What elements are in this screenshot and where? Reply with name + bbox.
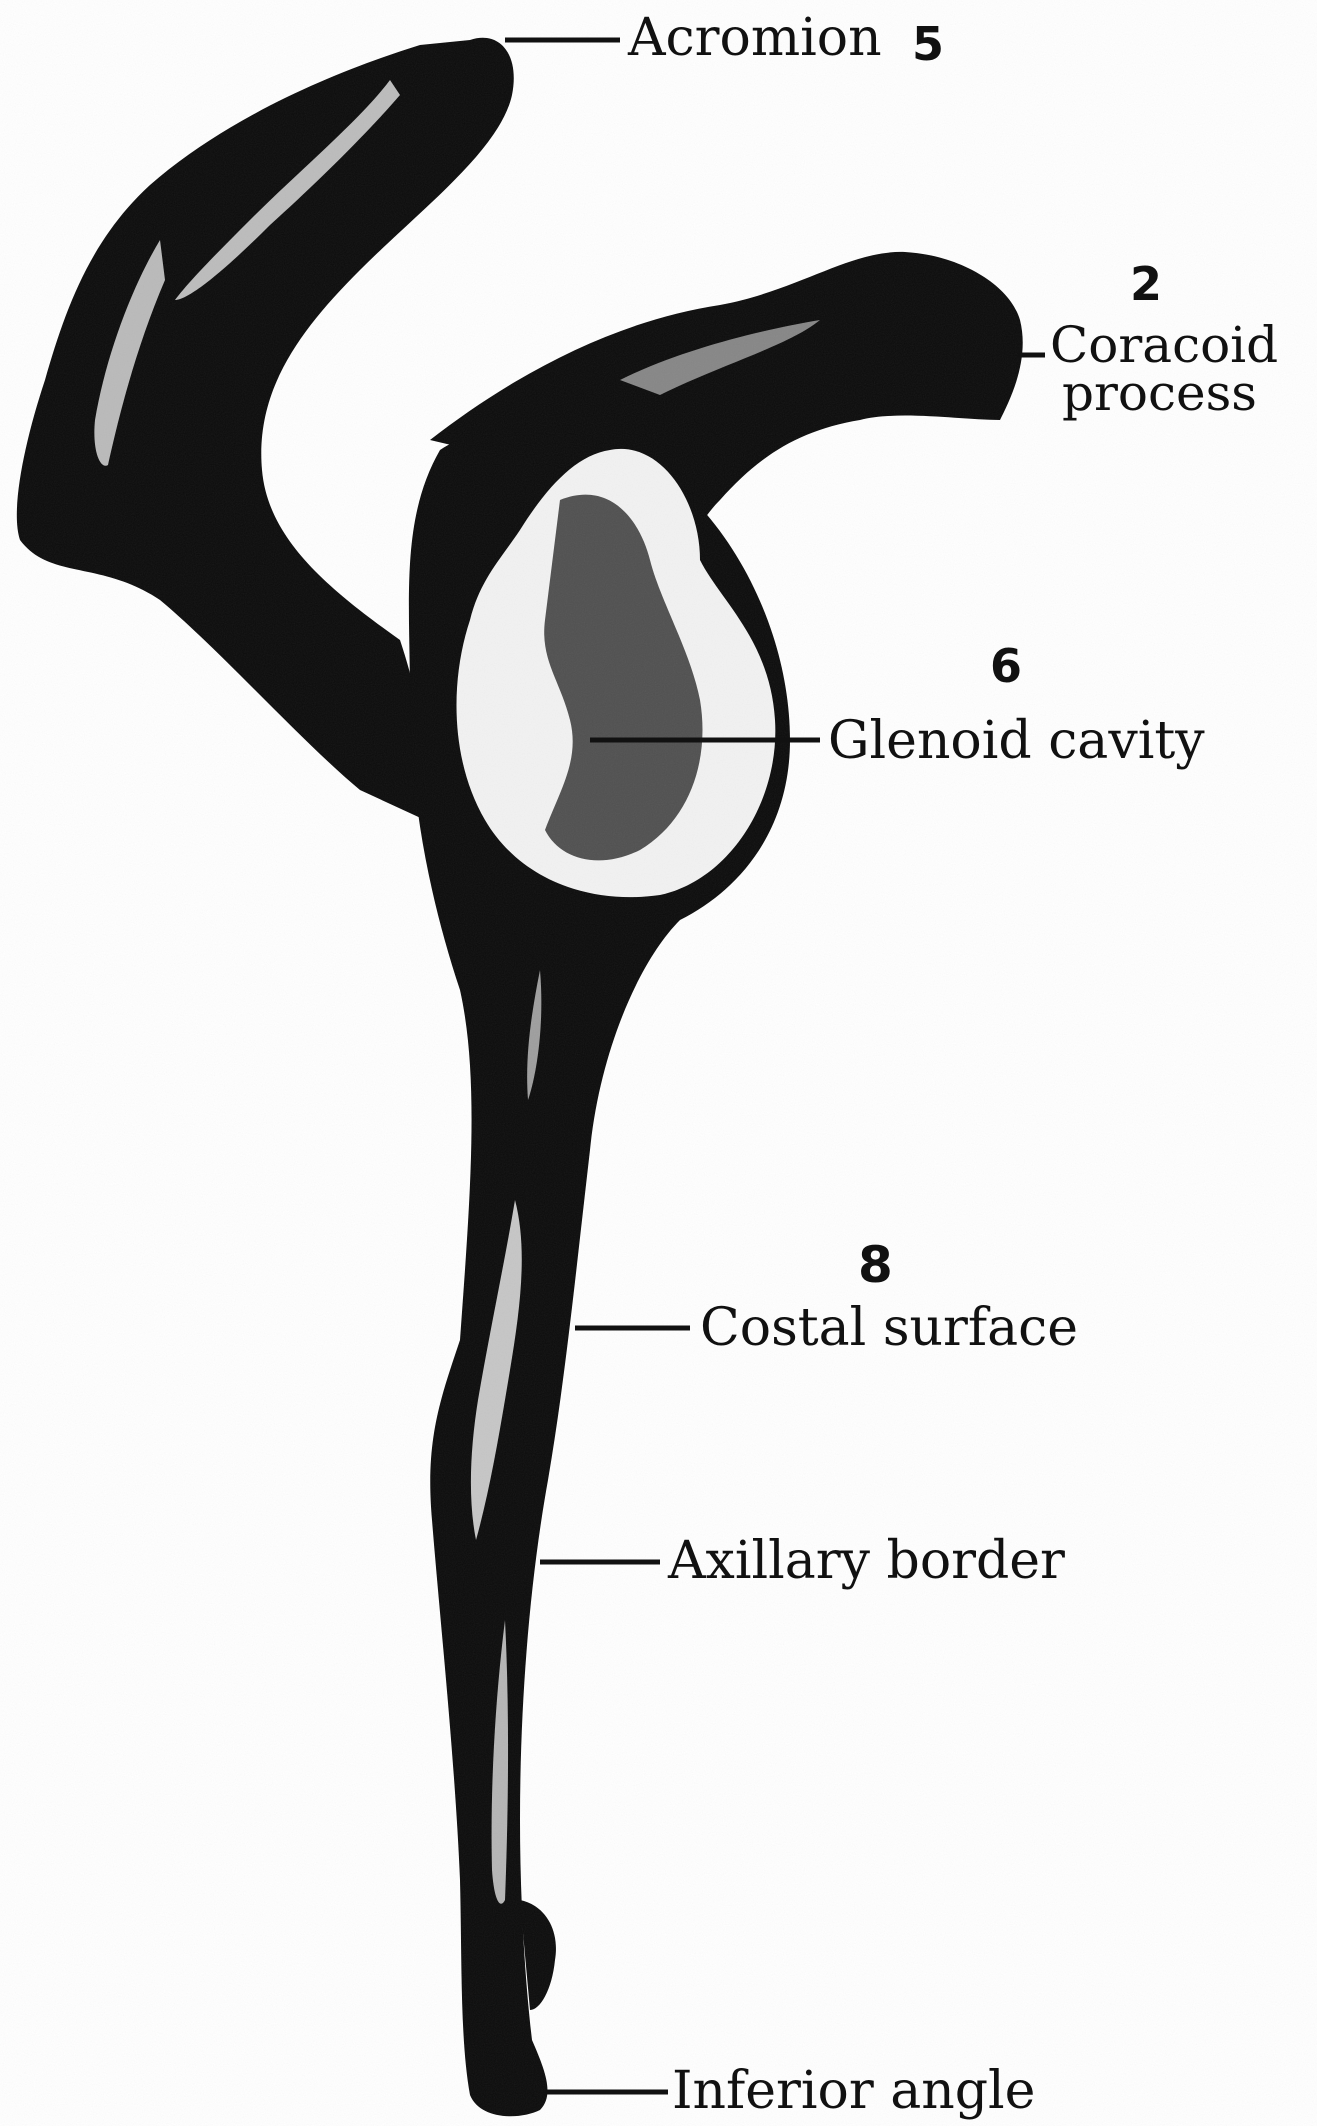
label-coracoid-line2: process (1062, 364, 1257, 422)
label-acromion: Acromion (627, 8, 882, 68)
number-acromion: 5 (912, 17, 944, 71)
number-costal: 8 (858, 1236, 893, 1294)
number-coracoid: 2 (1130, 257, 1162, 311)
label-glenoid: Glenoid cavity (828, 711, 1205, 771)
label-axillary: Axillary border (667, 1531, 1065, 1591)
number-glenoid: 6 (990, 639, 1022, 693)
label-costal: Costal surface (700, 1298, 1078, 1358)
label-inferior: Inferior angle (672, 2061, 1035, 2121)
